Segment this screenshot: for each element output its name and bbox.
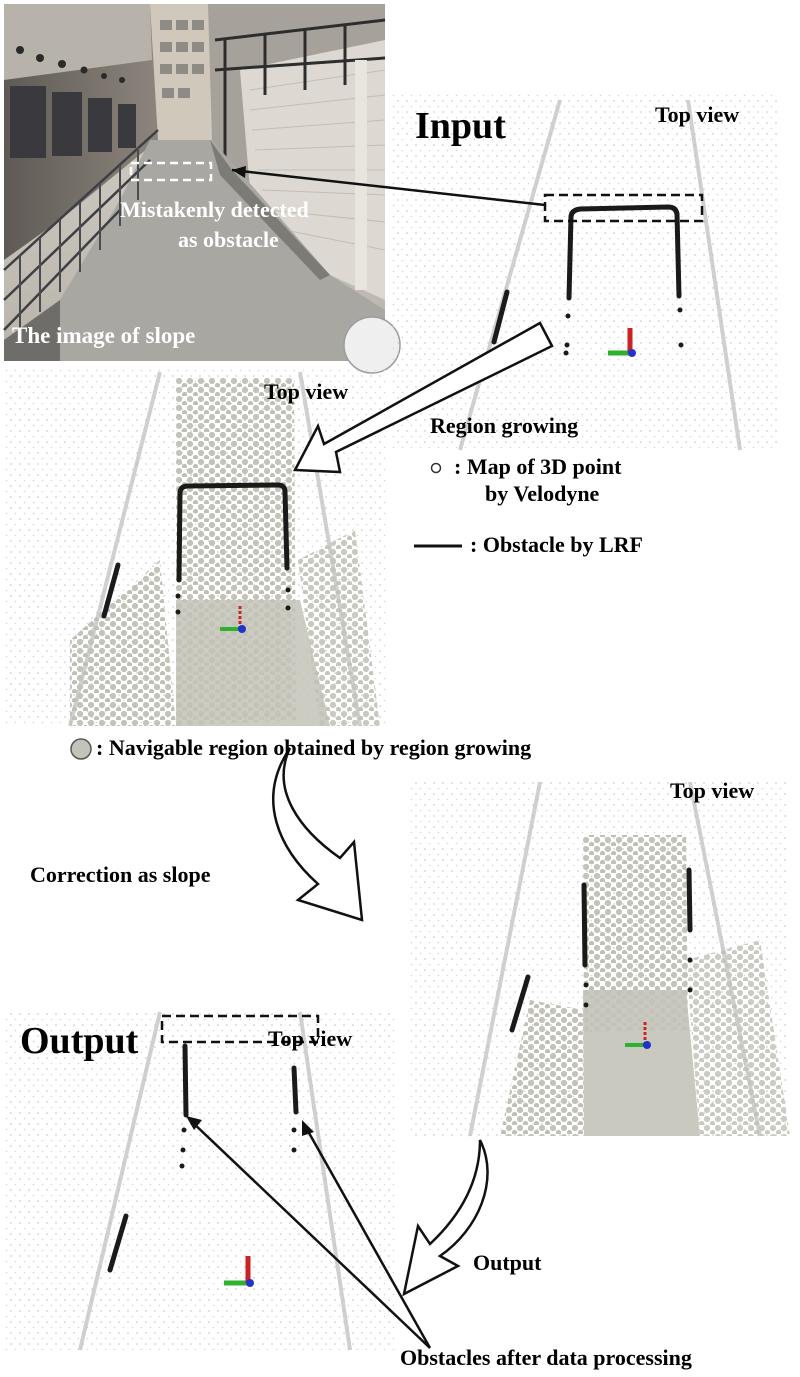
region-growing-panel [4, 368, 386, 727]
mistake-label-line2: as obstacle [178, 227, 279, 252]
corrected-top-view: Top view [670, 778, 755, 803]
region-growing-label: Region growing [430, 413, 579, 438]
region-growing-arrow [292, 321, 554, 474]
output-panel [4, 1010, 396, 1351]
corrected-panel [408, 778, 790, 1137]
photo-caption: The image of slope [12, 323, 196, 348]
obstacles-after-label: Obstacles after data processing [400, 1345, 692, 1370]
input-title: Input [415, 105, 506, 147]
correction-label: Correction as slope [30, 862, 211, 887]
mistake-label-line1: Mistakenly detected [120, 197, 309, 222]
input-dashed-box [543, 193, 704, 223]
region-top-view: Top view [264, 379, 349, 404]
slope-photo [3, 4, 401, 374]
correction-arrow [272, 747, 364, 922]
output-top-view: Top view [268, 1026, 353, 1051]
legend-navigable: : Navigable region obtained by region gr… [96, 735, 532, 760]
obstacle-pointer-lines [186, 1116, 432, 1349]
mistake-pointer-line [231, 168, 546, 207]
output-arrow-label: Output [473, 1250, 542, 1275]
input-top-view: Top view [655, 102, 740, 127]
navigable-marker [70, 738, 92, 760]
velodyne-point-marker [430, 462, 442, 474]
photo-highlight-box [129, 161, 213, 182]
legend-velodyne-line1: : Map of 3D point [454, 454, 622, 479]
legend-velodyne-line2: by Velodyne [485, 481, 600, 506]
output-dashed-box [160, 1014, 320, 1044]
output-title: Output [20, 1020, 139, 1062]
output-arrow [402, 1139, 489, 1297]
legend-lrf: : Obstacle by LRF [470, 532, 643, 557]
